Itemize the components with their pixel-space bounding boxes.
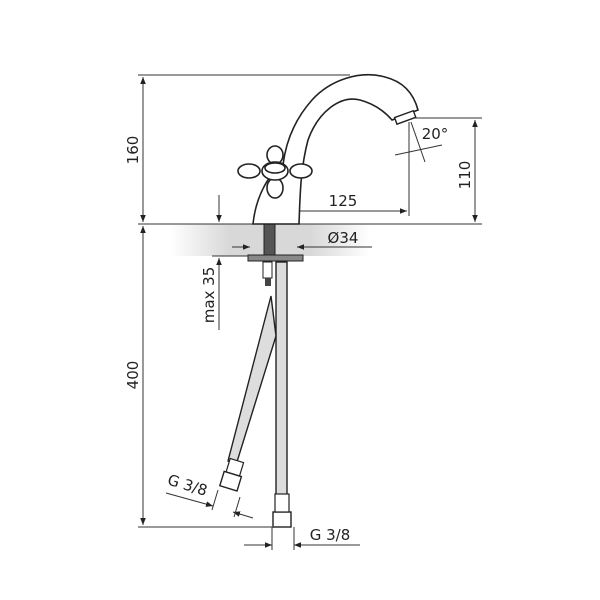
dimension-lines [140, 77, 478, 550]
straight-hose [275, 261, 288, 519]
nut-angled [218, 457, 245, 492]
label-160: 160 [124, 136, 142, 165]
dim-angle [394, 144, 443, 156]
label-400: 400 [124, 361, 142, 390]
mounting-flange [247, 254, 304, 262]
spout-aerator [393, 109, 417, 126]
angled-hose [227, 295, 277, 466]
label-max-35: max 35 [200, 267, 218, 324]
label-20-degrees: 20° [422, 125, 449, 143]
label-g38-right: G 3/8 [310, 526, 351, 544]
label-diameter-34: Ø34 [328, 229, 359, 247]
label-125: 125 [329, 192, 358, 210]
hoses [218, 223, 304, 528]
dim-g38-left [165, 492, 214, 507]
label-g38-left: G 3/8 [165, 471, 209, 500]
reference-lines [138, 74, 482, 528]
cross-handle [237, 145, 313, 199]
nut-straight [272, 511, 292, 528]
threaded-rod [263, 223, 276, 257]
faucet-body [237, 73, 419, 225]
label-110: 110 [456, 161, 474, 190]
